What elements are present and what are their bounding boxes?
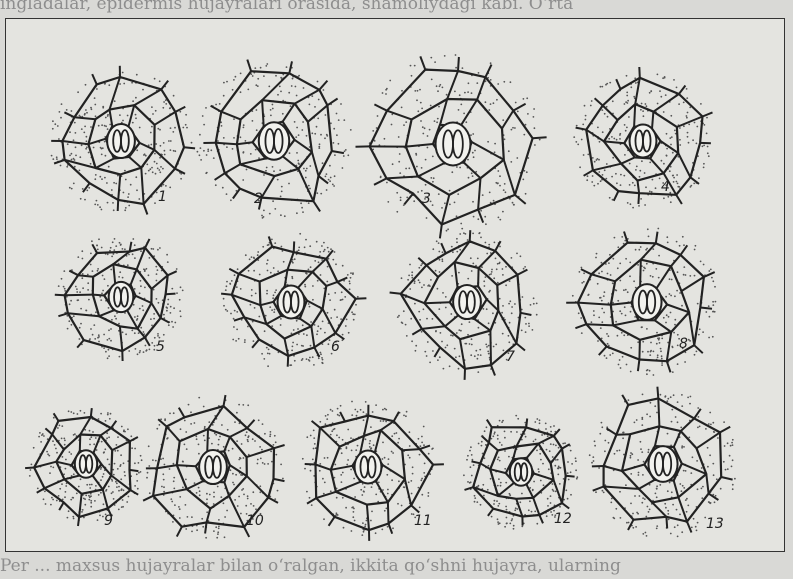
figure-number-12: 12 bbox=[554, 511, 572, 527]
figure-number-8: 8 bbox=[679, 336, 688, 352]
stomata-figure bbox=[6, 19, 784, 551]
figure-number-6: 6 bbox=[331, 339, 340, 355]
stoma-drawing-13 bbox=[589, 387, 736, 538]
figure-number-11: 11 bbox=[414, 513, 432, 529]
stoma-drawing-2 bbox=[197, 60, 352, 219]
figure-number-4: 4 bbox=[661, 179, 670, 195]
stoma-drawing-3 bbox=[356, 54, 547, 238]
figure-number-5: 5 bbox=[156, 339, 165, 355]
figure-number-9: 9 bbox=[104, 513, 113, 529]
figure-number-13: 13 bbox=[706, 516, 724, 532]
background-text-top: ingladalar, epidermis hujayralari orasid… bbox=[0, 0, 793, 14]
stoma-drawing-8 bbox=[566, 228, 716, 376]
figure-number-7: 7 bbox=[506, 349, 515, 365]
stoma-drawing-4 bbox=[573, 67, 712, 209]
background-text-bottom: Per ... maxsus hujayralar bilan o‘ralgan… bbox=[0, 556, 793, 576]
figure-number-3: 3 bbox=[422, 191, 431, 207]
figure-number-1: 1 bbox=[158, 189, 167, 205]
figure-number-10: 10 bbox=[246, 513, 264, 529]
figure-number-2: 2 bbox=[254, 191, 263, 207]
stoma-drawing-7 bbox=[390, 230, 538, 380]
stoma-drawing-9 bbox=[25, 408, 142, 526]
stoma-drawing-6 bbox=[221, 233, 366, 367]
stoma-drawing-1 bbox=[51, 66, 195, 215]
